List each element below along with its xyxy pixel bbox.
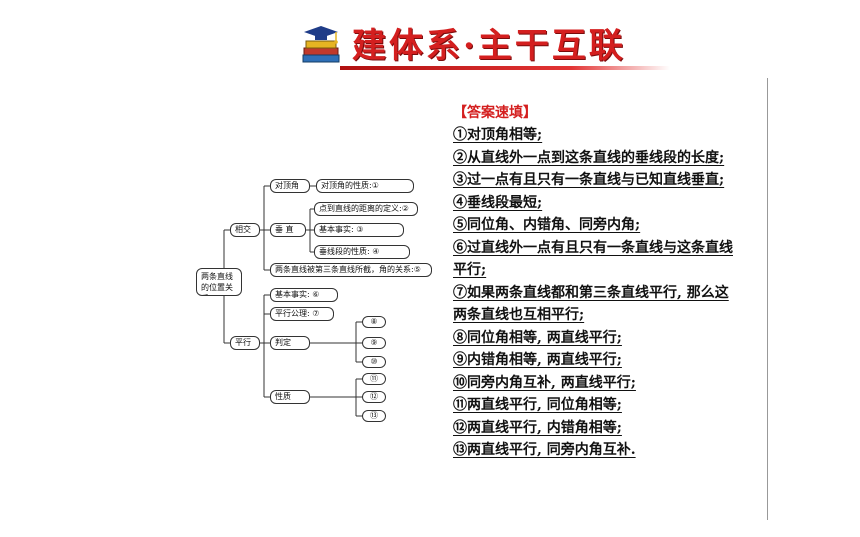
answer-line: ⑩同旁内角互补, 两直线平行; [453, 374, 636, 391]
answer-line: ⑨内错角相等, 两直线平行; [453, 352, 622, 368]
parallel-node: 平行 [230, 336, 260, 350]
answer-line: ⑦如果两条直线都和第三条直线平行, 那么这 [453, 284, 729, 301]
property-node: 性质 [270, 390, 310, 404]
intersect-node: 相交 [230, 223, 260, 237]
section-title: 建体系·主干互联 [352, 26, 626, 66]
property-item-11: ⑪ [362, 373, 386, 385]
perpendicular-node: 垂 直 [270, 223, 306, 237]
judge-node: 判定 [270, 336, 310, 350]
vertical-angles-node: 对顶角 [270, 179, 310, 193]
root-node: 两条直线的位置关系 [196, 268, 242, 296]
answer-line: ④垂线段最短; [453, 194, 543, 211]
answer-line: ⑬两直线平行, 同旁内角互补. [453, 442, 636, 458]
answer-line: ⑪两直线平行, 同位角相等; [453, 397, 622, 413]
answer-line: ②从直线外一点到这条直线的垂线段的长度; [453, 149, 725, 166]
answer-line: ⑤同位角、内错角、同旁内角; [453, 217, 641, 233]
perpendicular-fact-node: 基本事实: ③ [314, 223, 404, 237]
transversal-angles-node: 两条直线被第三条直线所截，角的关系:⑤ [270, 263, 432, 277]
perpendicular-segment-node: 垂线段的性质: ④ [314, 245, 410, 259]
books-graduation-cap-icon [302, 26, 340, 63]
distance-definition-node: 点到直线的距离的定义:② [314, 202, 418, 216]
answers-panel: 【答案速填】 ①对顶角相等; ②从直线外一点到这条直线的垂线段的长度; ③过一点… [453, 102, 758, 462]
judge-item-10: ⑩ [362, 356, 386, 368]
property-item-13: ⑬ [362, 410, 386, 422]
answer-line: 平行; [453, 262, 487, 278]
property-item-12: ⑫ [362, 391, 386, 403]
answer-line: 两条直线也互相平行; [453, 307, 585, 323]
judge-item-8: ⑧ [362, 316, 386, 328]
answer-line: ⑫两直线平行, 内错角相等; [453, 419, 622, 436]
answer-line: ①对顶角相等; [453, 127, 543, 143]
title-underline [340, 66, 670, 70]
vertical-divider [767, 78, 768, 520]
vertical-angles-property-node: 对顶角的性质:① [316, 179, 414, 193]
answer-line: ③过一点有且只有一条直线与已知直线垂直; [453, 172, 725, 188]
answers-title: 【答案速填】 [453, 105, 537, 121]
answer-line: ⑧同位角相等, 两直线平行; [453, 329, 622, 346]
parallel-fact-node: 基本事实: ⑥ [270, 288, 338, 302]
judge-item-9: ⑨ [362, 337, 386, 349]
answer-line: ⑥过直线外一点有且只有一条直线与这条直线 [453, 239, 733, 256]
parallel-axiom-node: 平行公理: ⑦ [270, 307, 334, 321]
section-header: 建体系·主干互联 [300, 18, 680, 78]
